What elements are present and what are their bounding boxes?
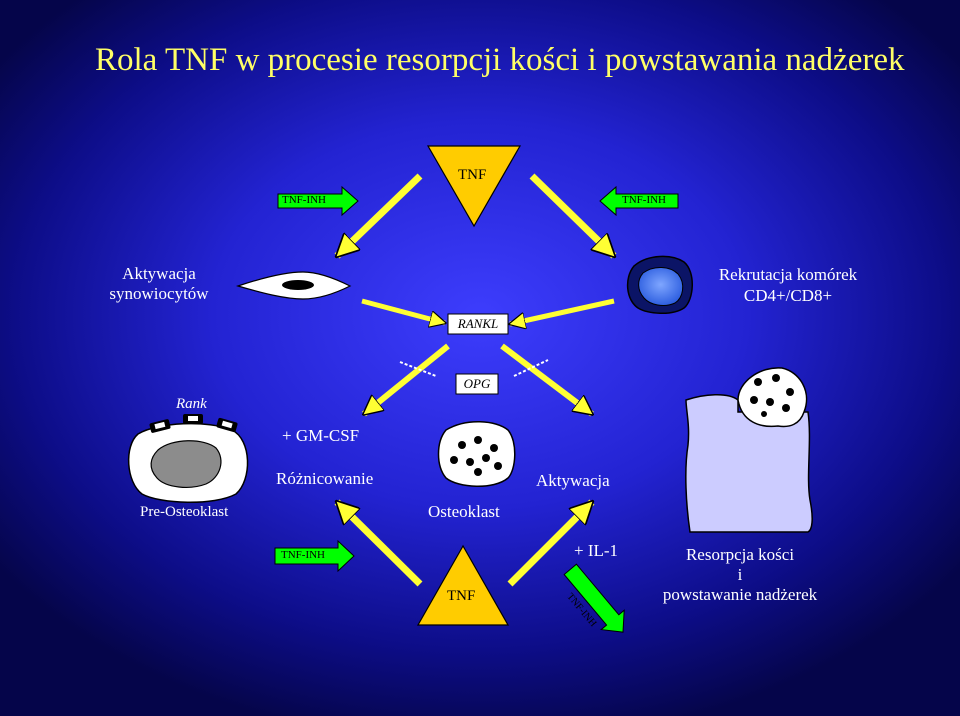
tnf-triangle-top [426,145,522,228]
rank-receptors [149,414,238,433]
arrow-recruitment-to-rankl [510,298,615,324]
slide-title: Rola TNF w procesie resorpcji kości i po… [95,42,905,78]
tnf-label-bottom: TNF [447,588,476,604]
inhibitor-arrow-bottom-rotated [563,563,625,633]
lymphocyte-cell [626,255,693,314]
rank-label: Rank [176,396,207,412]
arrow-rankl-to-activation [500,343,592,417]
tnf-inh-top-left: TNF-INH [282,194,326,206]
tnf-inh-top-right: TNF-INH [622,194,666,206]
recruitment-label-line1: Rekrutacja komórek [718,265,858,284]
gm-csf-label: + GM-CSF [282,426,360,445]
inhibitor-arrow-top-left [277,185,359,217]
arrow-tnf-to-activation [507,502,592,587]
activation-label: Aktywacja [536,471,610,490]
opg-box [455,373,499,395]
arrow-tnf-to-recruitment [529,173,614,256]
resorption-label-line2: i [737,565,743,584]
opg-block-right [513,359,549,377]
synoviocytes-label-line1: Aktywacja [122,264,196,283]
inhibitor-arrow-top-right [599,185,679,217]
bone-block [685,367,813,533]
preosteoclast-cell [127,414,249,503]
tnf-inh-bottom-left: TNF-INH [281,549,325,561]
arrow-tnf-to-synoviocytes [337,173,423,256]
rankl-box [447,313,509,335]
differentiation-label: Różnicowanie [276,469,374,488]
tnf-triangle-bottom [416,544,510,626]
arrow-synoviocytes-to-rankl [361,298,445,323]
arrow-tnf-to-differentiation [337,502,423,587]
tnf-label-top: TNF [458,167,487,183]
arrow-rankl-to-rank [364,343,450,417]
inhibitor-arrow-bottom-left [274,539,355,573]
synoviocytes-label-line2: synowiocytów [109,284,209,303]
recruitment-label-line2: CD4+/CD8+ [743,286,833,305]
osteoclast-cell [437,421,516,487]
preosteoclast-label: Pre-Osteoklast [140,504,229,520]
il1-label: + IL-1 [574,541,619,560]
osteoclast-label: Osteoklast [428,502,500,521]
synoviocyte-cell [235,271,352,300]
resorption-label-line3: powstawanie nadżerek [662,585,818,604]
opg-label: OPG [463,376,491,391]
rankl-label: RANKL [457,316,499,331]
resorption-label-line1: Resorpcja kości [685,545,795,564]
opg-block-left [399,361,437,377]
